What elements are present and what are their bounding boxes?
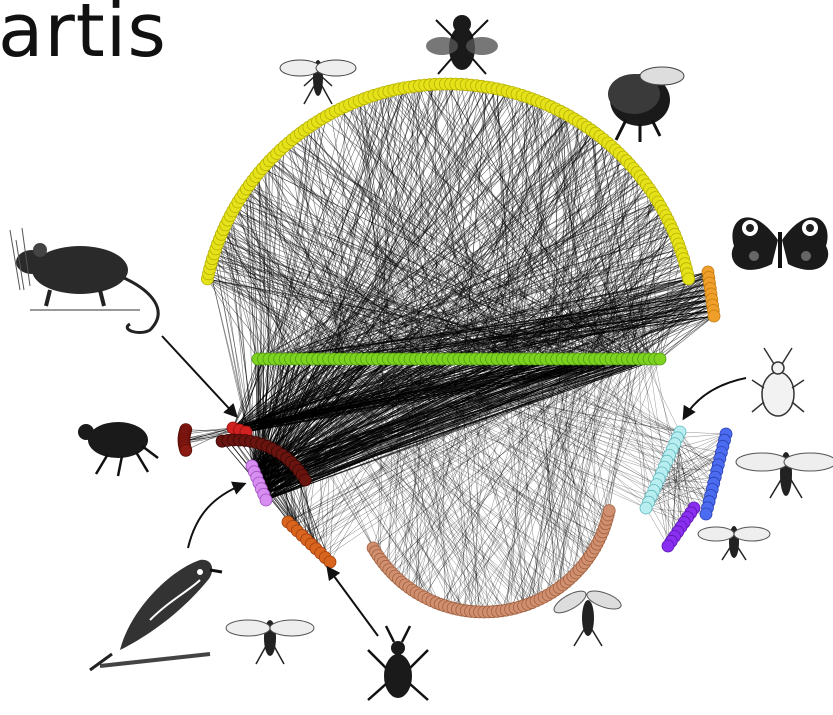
network-node [180, 444, 192, 456]
mouse-arrow [162, 336, 236, 416]
network-edge [667, 461, 709, 502]
orangered-arc-nodes [282, 516, 336, 568]
bird-icon [90, 560, 222, 670]
aphid-icon [752, 348, 804, 416]
network-edge [655, 359, 673, 450]
network-node [324, 556, 336, 568]
network-node [708, 310, 720, 322]
green-line-nodes [252, 353, 666, 365]
wasp-icon [736, 452, 833, 498]
network-node [299, 474, 311, 486]
weevil-arrow [328, 568, 378, 636]
housefly-icon [426, 15, 498, 74]
network-edge [646, 508, 668, 546]
network-node [700, 508, 712, 520]
network-edge [680, 432, 726, 434]
darkred-arc-nodes [178, 424, 192, 457]
flea-icon [78, 422, 158, 476]
tiny-wasp-icon [551, 587, 623, 646]
parasitoid-icon [226, 620, 314, 664]
bumblebee-icon [608, 67, 684, 142]
bird-arrow [188, 484, 244, 548]
sawfly-icon [280, 60, 356, 104]
mouse-icon [10, 228, 158, 332]
network-node [640, 502, 652, 514]
network-edge [654, 491, 681, 528]
weevil-icon [368, 626, 428, 700]
network-node [662, 540, 674, 552]
network-node [260, 494, 272, 506]
network-node [603, 505, 615, 517]
butterfly-icon [732, 217, 828, 270]
network-node [654, 353, 666, 365]
network-node [683, 273, 695, 285]
network-edge [600, 359, 656, 485]
aphid-arrow [684, 378, 746, 418]
small-wasp-icon [698, 526, 770, 560]
